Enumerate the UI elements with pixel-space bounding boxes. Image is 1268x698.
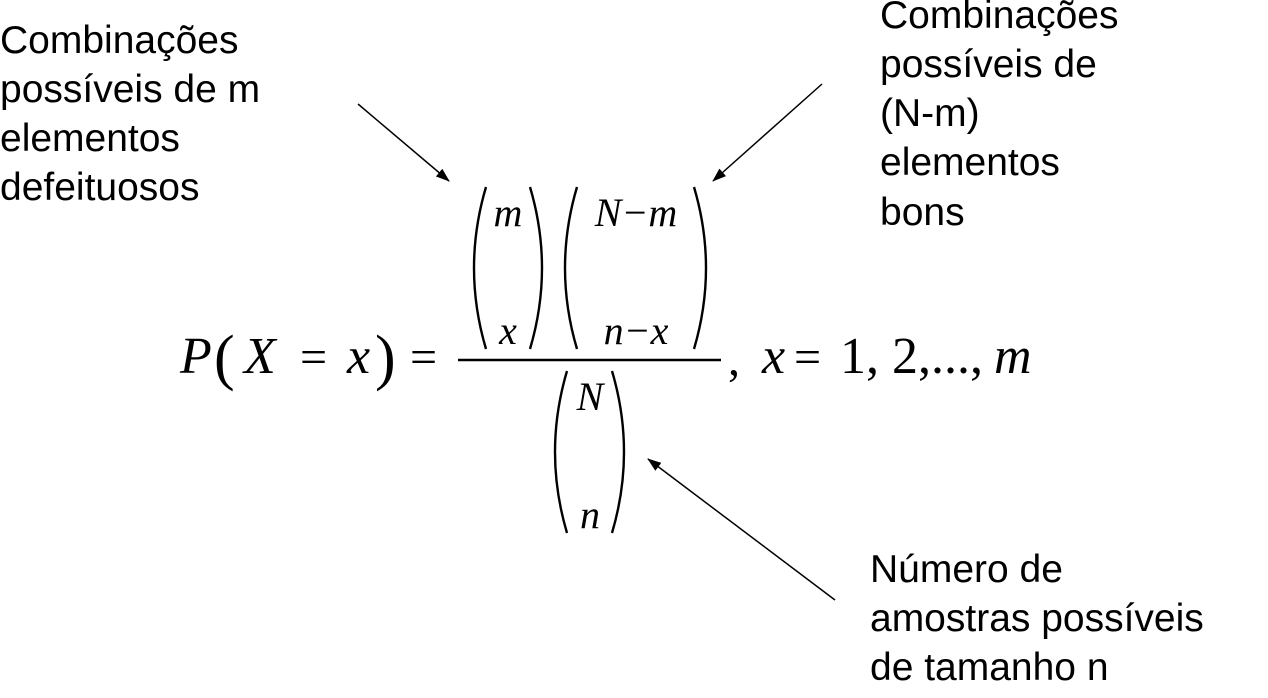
callout-line: amostras possíveis (870, 597, 1204, 641)
binom-Nm-nx-bottom: n−x (604, 308, 669, 353)
binom-Nm-nx-top: N−m (594, 190, 678, 235)
callout-line: (N-m) (880, 92, 980, 136)
callout-line: Número de (870, 548, 1063, 591)
binom-m-x-top: m (494, 190, 523, 235)
binom-N-n-top: N (576, 374, 606, 419)
arrow-to-binom-N-n (647, 458, 836, 601)
range-end-m: m (994, 328, 1032, 385)
binom-N-n-left-paren (553, 370, 569, 534)
symbol-x: x (346, 328, 370, 385)
range-comma: , (728, 333, 740, 386)
paren-close: ) (375, 324, 396, 392)
callout-line: possíveis de m (0, 68, 261, 112)
callout-sample-count: Número de amostras possíveis de tamanho … (870, 545, 1204, 692)
callout-line: possíveis de (880, 43, 1097, 87)
arrow-to-binom-N-m (712, 83, 823, 182)
paren-open: ( (214, 324, 235, 392)
range-equals-sign: = (794, 331, 821, 384)
symbol-P: P (179, 328, 212, 385)
range-symbol-x: x (761, 328, 785, 385)
binom-Nm-nx-right-paren (692, 186, 708, 350)
callout-line: Combinações (0, 19, 239, 62)
binom-Nm-nx-left-paren (563, 186, 579, 350)
binom-m-x-right-paren (528, 186, 544, 350)
callout-line: de tamanho n (870, 646, 1109, 690)
binom-m-x-left-paren (472, 186, 488, 350)
range-values: 1, 2,..., (840, 328, 983, 385)
callout-line: defeituosos (0, 166, 200, 210)
callout-line: Combinações (880, 0, 1119, 37)
callout-good-combinations: Combinações possíveis de (N-m) elementos… (880, 0, 1118, 237)
binom-N-n-right-paren (610, 370, 626, 534)
callout-line: elementos (0, 117, 180, 161)
arrow-to-binom-m-x (357, 103, 450, 182)
binom-N-n-bottom: n (580, 492, 600, 537)
equals-sign: = (300, 331, 327, 384)
callout-defective-combinations: Combinações possíveis de m elementos def… (0, 16, 260, 213)
symbol-X: X (242, 328, 278, 385)
binom-m-x-bottom: x (498, 308, 517, 353)
callout-line: elementos (880, 141, 1060, 185)
main-equals-sign: = (410, 331, 437, 384)
callout-line: bons (880, 190, 965, 234)
